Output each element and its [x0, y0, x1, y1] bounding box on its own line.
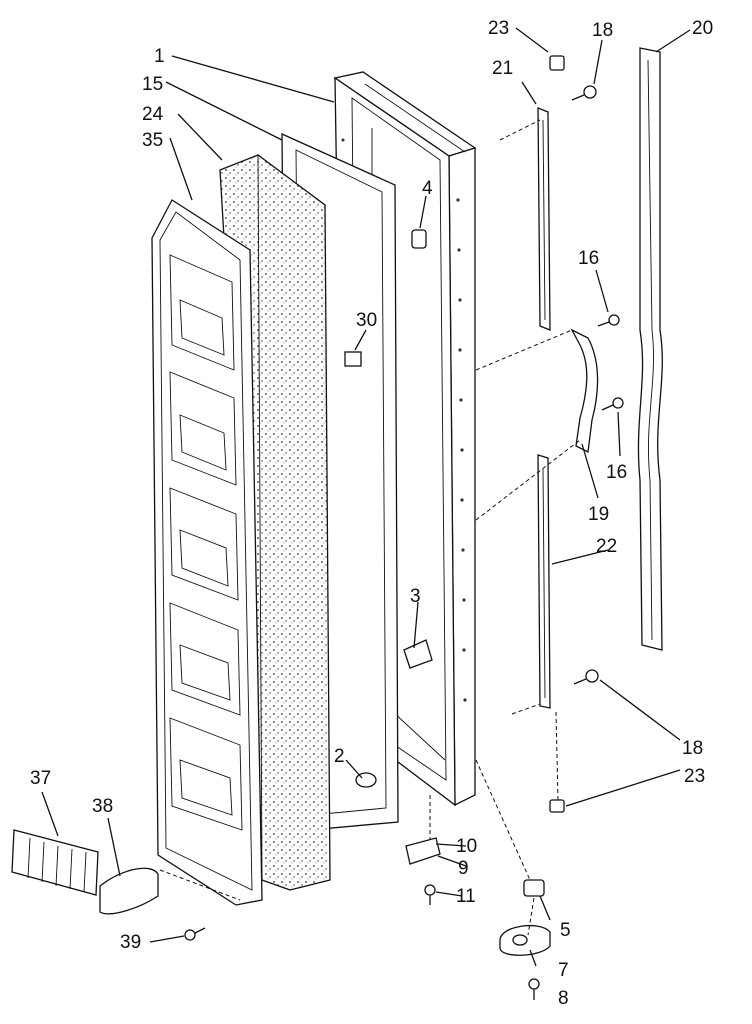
- screw-39: [184, 927, 206, 941]
- hinge-plate-10-9: [405, 837, 441, 865]
- callout-18-bottom: 18: [682, 738, 703, 759]
- screw-18-top: [571, 85, 597, 101]
- callout-22: 22: [596, 536, 617, 557]
- assembly-guide-lines: [159, 119, 581, 936]
- callout-labels: 1 15 24 35 4 30 2 3 10 9 11 5 7 8 37 38 …: [30, 18, 713, 1009]
- callout-38: 38: [92, 796, 113, 817]
- callout-19: 19: [588, 504, 609, 525]
- callout-23-bottom: 23: [684, 766, 705, 787]
- callout-16-bottom: 16: [606, 462, 627, 483]
- callout-7: 7: [558, 960, 569, 981]
- callout-10: 10: [456, 836, 477, 857]
- handle-bracket: [570, 328, 599, 453]
- bracket-3: [403, 639, 433, 669]
- door-handle: [637, 47, 663, 651]
- inner-door-liner: [151, 199, 263, 906]
- callout-37: 37: [30, 768, 51, 789]
- screw-16-bottom: [601, 397, 624, 411]
- clip-30: [344, 351, 362, 367]
- callout-5: 5: [560, 920, 571, 941]
- callout-35: 35: [142, 130, 163, 151]
- leader-lines: [41, 27, 691, 967]
- callout-11: 11: [456, 886, 476, 907]
- screw-18-bottom: [573, 669, 599, 685]
- callout-24: 24: [142, 104, 164, 125]
- cover-38: [99, 867, 159, 915]
- callout-20: 20: [692, 18, 713, 39]
- screw-11: [424, 884, 436, 905]
- callout-23-top: 23: [488, 18, 509, 39]
- screw-8: [528, 978, 540, 1000]
- upper-trim-strip: [537, 107, 551, 331]
- callout-2: 2: [334, 746, 345, 767]
- end-cap-23-top: [549, 55, 565, 71]
- hinge-pin-5: [523, 879, 545, 897]
- plug-4: [411, 229, 427, 249]
- callout-16-top: 16: [578, 248, 599, 269]
- grille-37: [11, 829, 99, 896]
- callout-39: 39: [120, 932, 141, 953]
- callout-4: 4: [422, 178, 433, 199]
- end-cap-23-bottom: [549, 799, 565, 813]
- callout-15: 15: [142, 74, 163, 95]
- callout-8: 8: [558, 988, 569, 1009]
- callout-1: 1: [154, 46, 165, 67]
- lower-trim-strip: [537, 454, 551, 709]
- callout-30: 30: [356, 310, 377, 331]
- screw-16-top: [597, 314, 620, 327]
- callout-9: 9: [458, 858, 469, 879]
- callout-3: 3: [410, 586, 421, 607]
- callout-21: 21: [492, 58, 513, 79]
- callout-18-top: 18: [592, 20, 613, 41]
- liner-shelf-recesses: [169, 254, 243, 831]
- hinge-7: [499, 924, 551, 956]
